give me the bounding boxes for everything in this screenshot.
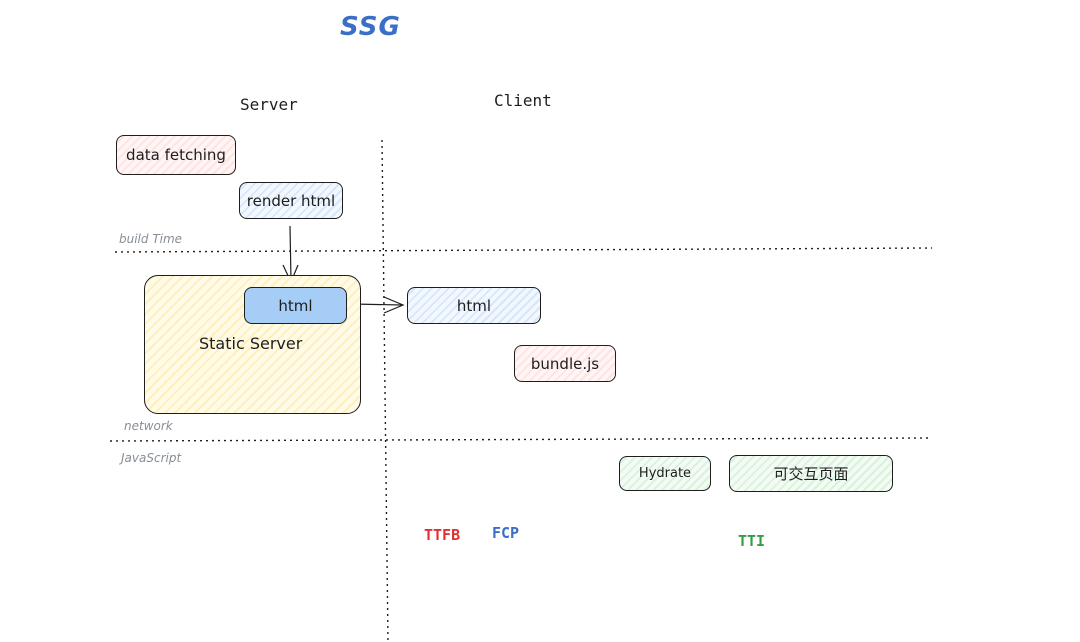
server-html-label: html (278, 296, 313, 315)
data-fetching-box: data fetching (116, 135, 236, 175)
fcp-label: FCP (492, 524, 520, 542)
interactive-page-label: 可交互页面 (773, 465, 849, 483)
render-html-label: render html (246, 191, 336, 210)
render-html-box: render html (239, 182, 343, 219)
bundle-js-box: bundle.js (514, 345, 616, 382)
network-label: network (124, 419, 173, 433)
server-client-divider (381, 139, 389, 642)
tti-label: TTI (738, 532, 766, 550)
ttfb-label: TTFB (424, 526, 461, 544)
build-time-divider (114, 247, 933, 253)
hydrate-box: Hydrate (619, 456, 711, 491)
interactive-page-box: 可交互页面 (729, 455, 893, 492)
client-html-label: html (456, 296, 492, 315)
javascript-label: JavaScript (121, 451, 182, 465)
data-fetching-label: data fetching (126, 146, 226, 164)
network-divider (109, 437, 929, 442)
client-column-label: Client (494, 91, 552, 110)
arrow-render-to-html (289, 225, 292, 282)
hydrate-label: Hydrate (638, 466, 692, 481)
server-column-label: Server (240, 95, 298, 114)
server-html-box: html (244, 287, 347, 324)
static-server-label: Static Server (199, 334, 303, 353)
arrowhead-server-to-client (383, 296, 405, 314)
bundle-js-label: bundle.js (530, 354, 600, 373)
build-time-label: build Time (119, 232, 183, 246)
diagram-title: SSG (340, 12, 401, 42)
client-html-box: html (407, 287, 541, 324)
